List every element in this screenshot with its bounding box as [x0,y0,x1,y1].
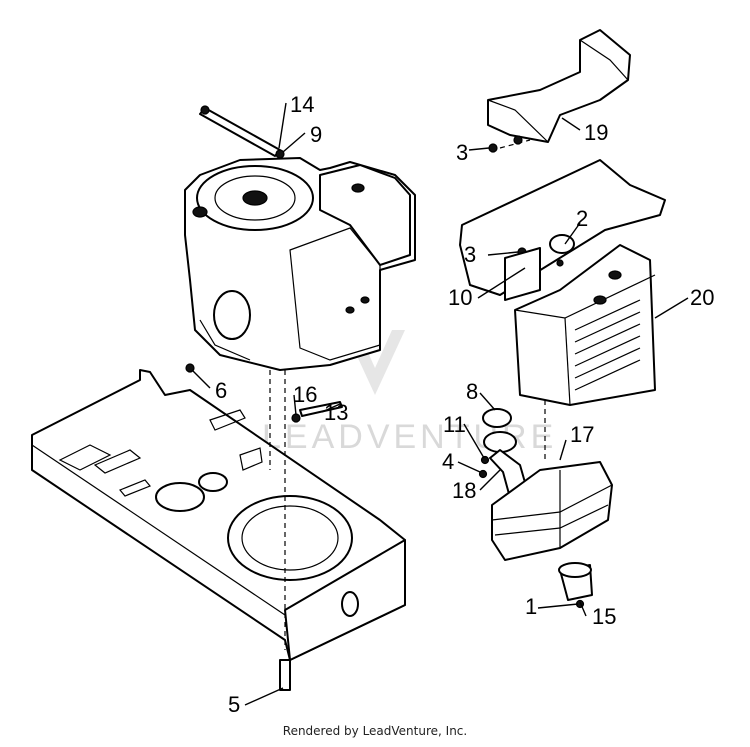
callout-20: 20 [690,285,714,310]
muffler-guard-20 [514,244,656,406]
callout-14: 14 [290,92,314,117]
muffler-bracket [459,159,666,301]
callout-6: 6 [215,378,227,403]
callout-3: 3 [464,242,476,267]
callout-15: 15 [592,604,616,629]
bolt-4 [478,469,488,479]
callout-11: 11 [443,412,466,437]
tractor-frame [31,369,406,661]
callout-2: 2 [576,206,588,231]
leader-lines [191,102,689,706]
alignment-lines [269,139,546,650]
bracket-13 [299,401,343,417]
muffler-17 [491,461,613,561]
callout-17: 17 [570,422,594,447]
flange-18 [483,431,517,453]
callout-13: 13 [324,400,348,425]
callout-18: 18 [452,478,476,503]
callout-19: 19 [584,120,608,145]
callout-8: 8 [466,379,478,404]
engine-assembly [184,157,416,371]
heat-shield-19 [487,29,631,145]
dipstick-tube [199,105,281,157]
nut-11 [480,455,490,465]
callout-1: 1 [525,594,537,619]
clip-9 [275,149,285,159]
bolt-5 [279,659,291,691]
gasket-8 [482,408,512,428]
bolt-16 [291,413,301,423]
callout-3-top: 3 [456,140,468,165]
callout-5: 5 [228,692,240,717]
callout-9: 9 [310,122,322,147]
tailpipe-15 [558,562,593,601]
callout-16: 16 [293,382,317,407]
callout-4: 4 [442,449,454,474]
footer-credit: Rendered by LeadVenture, Inc. [282,724,468,738]
screw-3-top [488,143,498,153]
callout-10: 10 [448,285,472,310]
